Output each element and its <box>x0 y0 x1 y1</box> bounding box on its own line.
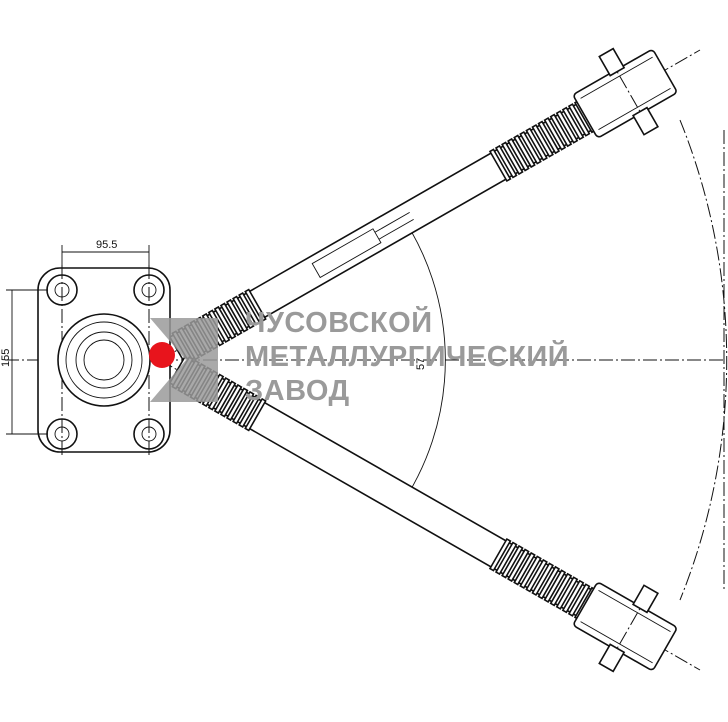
corrugation-rib <box>555 110 579 144</box>
corrugation-rib <box>494 541 518 576</box>
corrugation-rib <box>501 141 524 176</box>
corrugation-rib <box>567 583 591 617</box>
corrugation-rib <box>513 134 536 169</box>
corrugation-rib <box>225 387 249 422</box>
corrugation-rib <box>519 130 542 165</box>
corrugation-rib <box>494 144 518 179</box>
corrugation-rib <box>213 380 237 415</box>
corrugation-rib <box>525 558 548 593</box>
corrugation-rib <box>519 555 542 590</box>
lower-arm <box>168 355 677 673</box>
outer-arc <box>679 119 728 601</box>
corrugation-rib <box>561 579 585 614</box>
ball-joint <box>57 313 151 407</box>
corrugation-rib <box>531 562 554 597</box>
angle-arc <box>396 208 446 512</box>
corrugation-rib <box>507 137 530 172</box>
corrugation-rib <box>219 383 243 418</box>
corrugation-rib <box>537 565 561 600</box>
corrugation-rib <box>549 572 573 607</box>
dim-bolt-spacing: 95.5 <box>96 239 117 251</box>
corrugation-rib <box>501 544 524 579</box>
watermark-line-3: ЗАВОД <box>245 375 350 407</box>
corrugation-rib <box>561 106 585 141</box>
corrugation-rib <box>549 113 573 148</box>
corrugation-rib <box>225 298 249 333</box>
watermark-line-1: ЧУСОВСКОЙ <box>245 305 433 339</box>
corrugation-rib <box>531 123 554 158</box>
corrugation-rib <box>543 117 567 151</box>
corrugation-rib <box>232 390 255 425</box>
corrugation-rib <box>219 302 243 337</box>
watermark-logo <box>149 318 218 402</box>
logo-emblem-icon <box>150 318 218 402</box>
watermark-line-2: МЕТАЛЛУРГИЧЕСКИЙ <box>245 339 569 373</box>
corrugation-rib <box>238 291 261 326</box>
corrugation-rib <box>525 127 548 162</box>
corrugation-rib <box>244 397 267 432</box>
corrugation-rib <box>543 569 567 603</box>
dim-flange-height: 155 <box>0 349 12 367</box>
corrugation-rib <box>507 548 530 583</box>
corrugation-rib <box>513 551 536 586</box>
corrugation-rib <box>537 120 561 155</box>
corrugation-rib <box>232 295 255 330</box>
corrugation-rib <box>488 537 512 572</box>
corrugation-rib <box>555 576 579 610</box>
corrugation-rib <box>244 288 267 323</box>
dim-arm-angle: 57 <box>415 358 427 370</box>
corrugation-rib <box>488 148 512 183</box>
corrugation-rib <box>213 305 237 340</box>
logo-accent-dot-icon <box>149 342 175 368</box>
corrugation-rib <box>238 394 261 429</box>
corrugation-rib <box>567 103 591 137</box>
